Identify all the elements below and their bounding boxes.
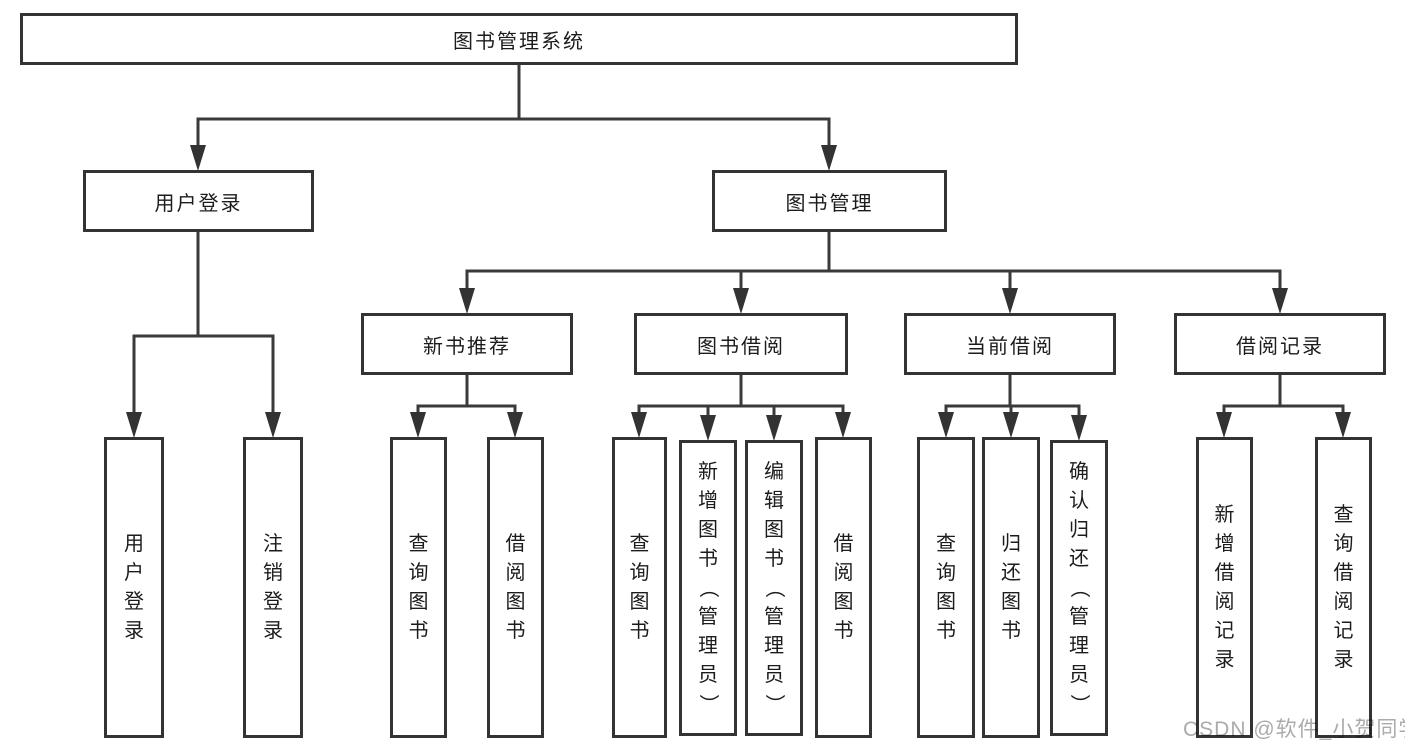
node-label: 归还图书 xyxy=(1001,533,1021,642)
node-label: 图书管理 xyxy=(785,192,874,215)
node-user-login: 用户登录 xyxy=(83,170,314,232)
node-label: 编辑图书（管理员） xyxy=(763,461,785,714)
node-label: 新书推荐 xyxy=(423,335,511,358)
node-leaf-add-borrow-record: 新增借阅记录 xyxy=(1196,437,1253,738)
node-leaf-edit-books-admin: 编辑图书（管理员） xyxy=(745,440,803,736)
node-label: 新增借阅记录 xyxy=(1214,504,1235,671)
node-label: 图书借阅 xyxy=(697,335,785,358)
node-current-borrowing: 当前借阅 xyxy=(904,313,1116,375)
node-book-management: 图书管理 xyxy=(712,170,947,232)
watermark: CSDN @软件_小贺同学 xyxy=(1183,718,1405,741)
node-label: 新增图书（管理员） xyxy=(697,461,719,714)
node-leaf-logout: 注销登录 xyxy=(243,437,303,738)
node-label: 查询图书 xyxy=(936,533,956,642)
node-label: 图书管理系统 xyxy=(453,30,585,53)
node-leaf-borrow-books-borrowing: 借阅图书 xyxy=(815,437,872,738)
node-label: 借阅图书 xyxy=(505,533,526,642)
node-label: 确认归还（管理员） xyxy=(1068,461,1090,714)
node-leaf-return-books: 归还图书 xyxy=(982,437,1040,738)
node-label: 注销登录 xyxy=(263,533,283,642)
node-leaf-borrow-books-recommend: 借阅图书 xyxy=(487,437,544,738)
node-label: 查询图书 xyxy=(629,533,650,642)
node-leaf-query-books-recommend: 查询图书 xyxy=(390,437,447,738)
node-book-borrowing: 图书借阅 xyxy=(634,313,848,375)
node-label: 查询图书 xyxy=(408,533,429,642)
node-leaf-confirm-return-admin: 确认归还（管理员） xyxy=(1050,440,1108,736)
node-new-book-recommend: 新书推荐 xyxy=(361,313,573,375)
node-leaf-user-login: 用户登录 xyxy=(104,437,164,738)
node-leaf-query-books-current: 查询图书 xyxy=(917,437,975,738)
node-label: 借阅记录 xyxy=(1236,335,1324,358)
node-library-system: 图书管理系统 xyxy=(20,13,1018,65)
node-borrowing-records: 借阅记录 xyxy=(1174,313,1386,375)
node-label: 用户登录 xyxy=(124,533,144,642)
node-leaf-add-books-admin: 新增图书（管理员） xyxy=(679,440,737,736)
node-leaf-query-borrow-record: 查询借阅记录 xyxy=(1315,437,1372,738)
node-leaf-query-books-borrowing: 查询图书 xyxy=(612,437,667,738)
node-label: 当前借阅 xyxy=(966,335,1054,358)
node-label: 查询借阅记录 xyxy=(1333,504,1354,671)
node-label: 借阅图书 xyxy=(833,533,854,642)
node-label: 用户登录 xyxy=(154,192,243,215)
